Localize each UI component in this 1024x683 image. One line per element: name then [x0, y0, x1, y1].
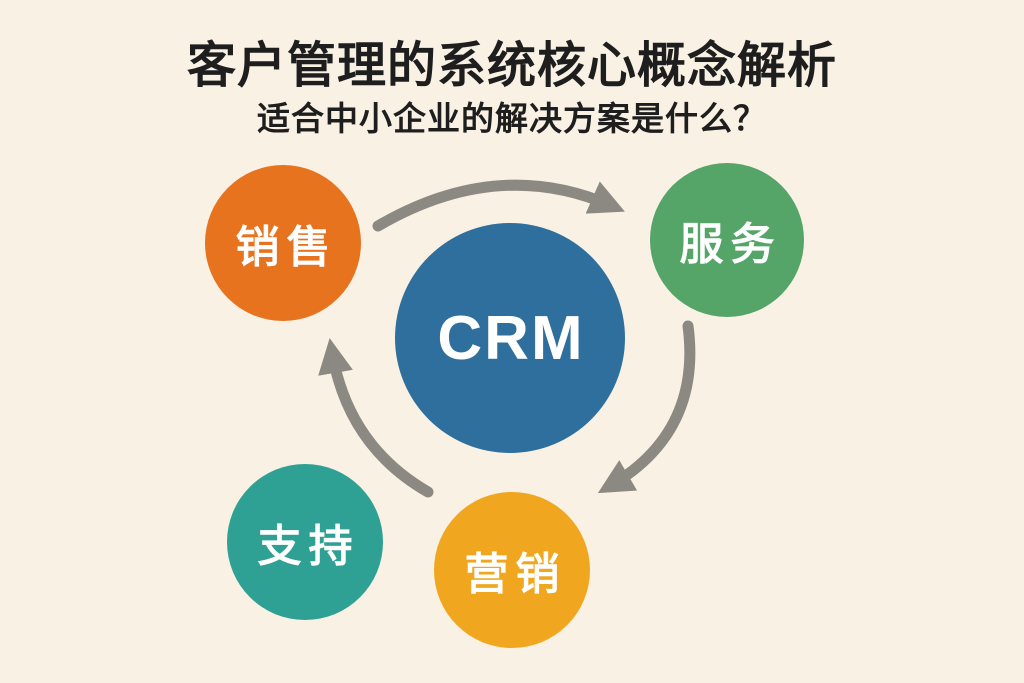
page-title: 客户管理的系统核心概念解析: [186, 39, 837, 93]
node-marketing-label: 营销: [464, 550, 567, 599]
node-support-label: 支持: [257, 522, 360, 571]
node-service: 服务: [650, 163, 804, 317]
node-crm-center: CRM: [395, 223, 625, 453]
page-subtitle: 适合中小企业的解决方案是什么？: [257, 100, 767, 137]
node-sales: 销售: [205, 165, 361, 321]
node-sales-label: 销售: [235, 223, 338, 272]
node-marketing: 营销: [434, 492, 590, 648]
arrow-sales-to-service-icon: [372, 179, 625, 232]
node-crm-label: CRM: [437, 303, 585, 373]
node-support: 支持: [227, 464, 383, 620]
node-service-label: 服务: [679, 220, 782, 269]
